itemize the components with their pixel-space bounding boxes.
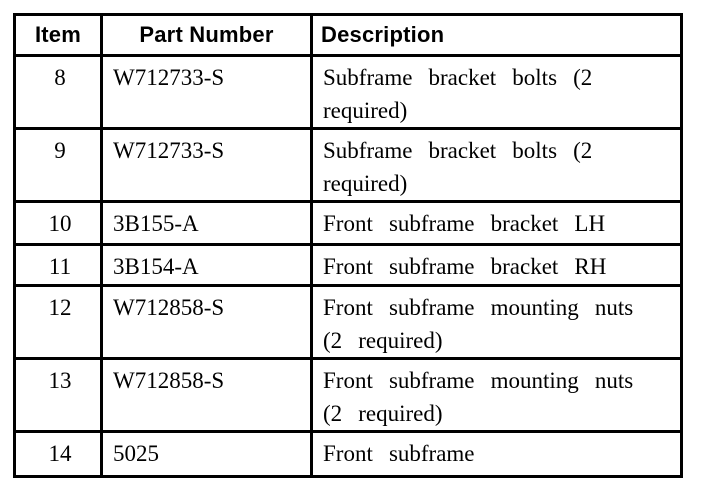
part-number-cell: W712858-S: [100, 357, 313, 433]
description-cell: Front subframe mounting nuts (2 required…: [310, 284, 683, 360]
description-line: (2 required): [323, 401, 443, 426]
description-line: Front subframe mounting nuts: [323, 368, 634, 393]
table-row: 14 5025 Front subframe: [13, 430, 683, 478]
part-number-cell: 3B154-A: [100, 243, 313, 287]
item-cell: 13: [13, 357, 103, 433]
description-line: Front subframe: [323, 441, 475, 466]
col-header-item: Item: [13, 13, 103, 57]
part-number-cell: 5025: [100, 430, 313, 478]
description-line: (2 required): [323, 328, 443, 353]
header-row: Item Part Number Description: [13, 13, 683, 57]
table-row: 12 W712858-S Front subframe mounting nut…: [13, 284, 683, 360]
description-line: Subframe bracket bolts (2: [323, 65, 593, 90]
table-row: 13 W712858-S Front subframe mounting nut…: [13, 357, 683, 433]
table-row: 9 W712733-S Subframe bracket bolts (2 re…: [13, 127, 683, 203]
description-line: Front subframe mounting nuts: [323, 295, 634, 320]
description-cell: Subframe bracket bolts (2 required): [310, 54, 683, 130]
part-number-cell: W712858-S: [100, 284, 313, 360]
item-cell: 14: [13, 430, 103, 478]
description-cell: Front subframe mounting nuts (2 required…: [310, 357, 683, 433]
description-cell: Front subframe bracket RH: [310, 243, 683, 287]
description-cell: Subframe bracket bolts (2 required): [310, 127, 683, 203]
part-number-cell: W712733-S: [100, 127, 313, 203]
description-line: required): [323, 98, 408, 123]
description-line: required): [323, 171, 408, 196]
item-cell: 12: [13, 284, 103, 360]
description-line: Subframe bracket bolts (2: [323, 138, 593, 163]
item-cell: 8: [13, 54, 103, 130]
table-row: 8 W712733-S Subframe bracket bolts (2 re…: [13, 54, 683, 130]
description-line: Front subframe bracket LH: [323, 211, 606, 236]
item-cell: 11: [13, 243, 103, 287]
col-header-description: Description: [310, 13, 683, 57]
part-number-cell: 3B155-A: [100, 200, 313, 246]
description-cell: Front subframe bracket LH: [310, 200, 683, 246]
part-number-cell: W712733-S: [100, 54, 313, 130]
description-line: Front subframe bracket RH: [323, 254, 607, 279]
parts-table: Item Part Number Description 8 W712733-S…: [13, 13, 683, 478]
table-row: 11 3B154-A Front subframe bracket RH: [13, 243, 683, 287]
item-cell: 9: [13, 127, 103, 203]
col-header-part-number: Part Number: [100, 13, 313, 57]
table-row: 10 3B155-A Front subframe bracket LH: [13, 200, 683, 246]
item-cell: 10: [13, 200, 103, 246]
description-cell: Front subframe: [310, 430, 683, 478]
